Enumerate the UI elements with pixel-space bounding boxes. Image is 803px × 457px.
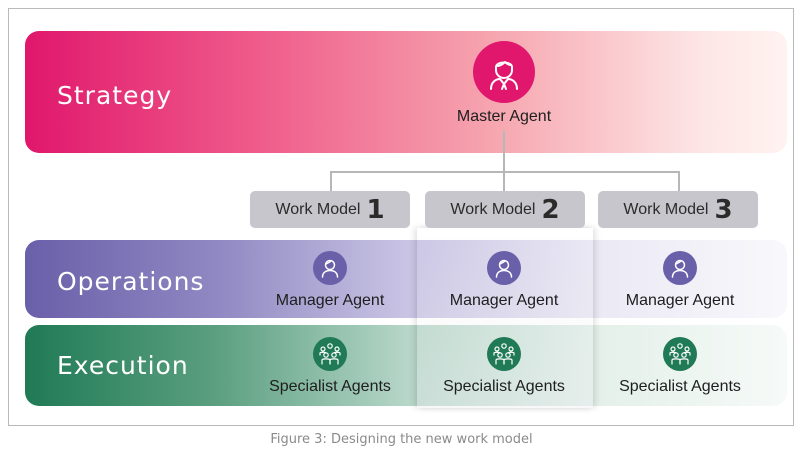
work-model-2-box: Work Model 2 xyxy=(425,191,585,228)
manager-agent-2-label: Manager Agent xyxy=(449,292,559,309)
execution-label: Execution xyxy=(57,351,189,380)
manager-agent-2-person-icon xyxy=(487,251,521,285)
connector-wm2 xyxy=(503,171,505,192)
specialist-agents-1-group-icon xyxy=(313,337,347,371)
work-model-1-label: Work Model xyxy=(275,200,361,218)
work-model-2-label: Work Model xyxy=(450,200,536,218)
specialist-agents-1-label: Specialist Agents xyxy=(269,378,391,395)
work-model-1-number: 1 xyxy=(366,194,385,225)
master-agent-person-icon xyxy=(473,41,535,103)
manager-agent-3-person-icon xyxy=(663,251,697,285)
figure-caption: Figure 3: Designing the new work model xyxy=(270,432,533,447)
manager-agent-3-label: Manager Agent xyxy=(625,292,735,309)
execution-band xyxy=(25,325,787,406)
manager-agent-1-person-icon xyxy=(313,251,347,285)
work-model-2-number: 2 xyxy=(541,194,560,225)
work-model-3-label: Work Model xyxy=(623,200,709,218)
specialist-agents-3-label: Specialist Agents xyxy=(619,378,741,395)
work-model-1-box: Work Model 1 xyxy=(250,191,410,228)
connector-horizontal xyxy=(330,171,680,173)
specialist-agents-2-label: Specialist Agents xyxy=(443,378,565,395)
master-agent-label: Master Agent xyxy=(456,108,552,125)
work-model-3-number: 3 xyxy=(714,194,733,225)
specialist-agents-3-group-icon xyxy=(663,337,697,371)
connector-wm1 xyxy=(330,171,332,192)
operations-band xyxy=(25,240,787,318)
manager-agent-1-label: Manager Agent xyxy=(275,292,385,309)
connector-master-down xyxy=(503,131,505,172)
operations-label: Operations xyxy=(57,267,205,296)
specialist-agents-2-group-icon xyxy=(487,337,521,371)
connector-wm3 xyxy=(678,171,680,192)
work-model-3-box: Work Model 3 xyxy=(598,191,758,228)
strategy-label: Strategy xyxy=(57,81,173,110)
strategy-band xyxy=(25,31,787,153)
